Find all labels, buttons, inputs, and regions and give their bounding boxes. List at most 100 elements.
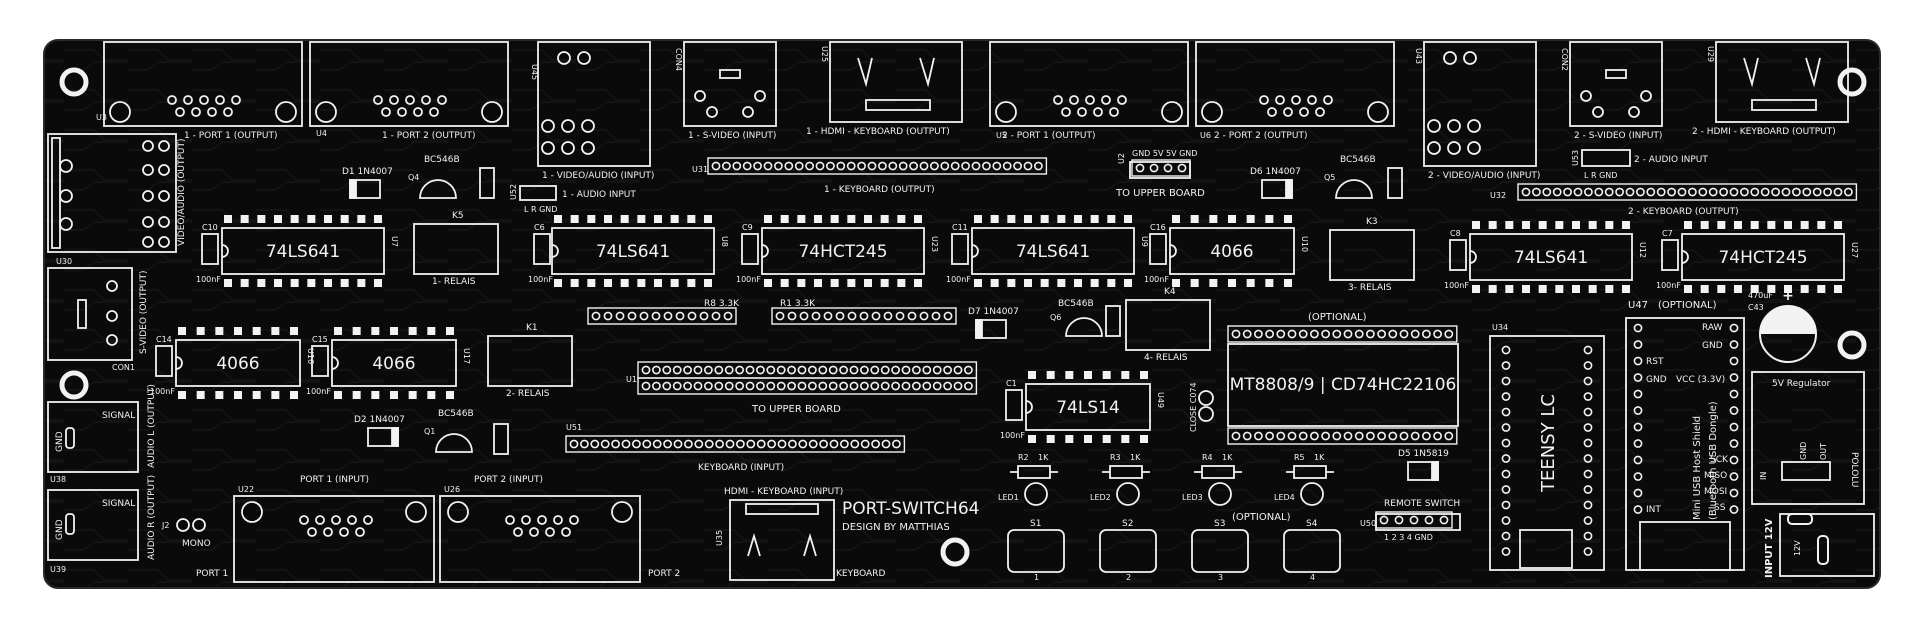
r5-label: R5 (1294, 453, 1305, 462)
ref-u17: U17 (462, 348, 471, 364)
q5-type: BC546B (1340, 155, 1376, 165)
hdmi-keyboard-output-1-connector (829, 41, 963, 123)
video-audio-input-1-connector (537, 41, 651, 167)
ref-k1: K1 (526, 323, 538, 333)
ref-u53: U53 (1571, 150, 1580, 166)
u23-chip: 74HCT245 (761, 215, 925, 287)
u3-label: 1 - PORT 1 (OUTPUT) (184, 131, 277, 141)
ref-u43: U43 (1414, 48, 1423, 64)
led2-label: LED2 (1090, 493, 1111, 502)
s3-num: 3 (1218, 573, 1223, 582)
u38-label: AUDIO L (OUTPUT) (147, 384, 157, 468)
pin-int: INT (1646, 505, 1661, 515)
port2-input-connector (439, 495, 641, 583)
u22-label: PORT 1 (INPUT) (300, 475, 369, 485)
port2-label: PORT 2 (648, 569, 680, 579)
r1-network (771, 307, 957, 325)
u17-chip-label: 4066 (372, 354, 415, 374)
r1-label: R1 3.3K (780, 299, 816, 309)
u27-chip: 74HCT245 (1681, 221, 1845, 293)
u12-chip-label: 74LS641 (1514, 248, 1588, 268)
c14-value: 100nF (150, 387, 175, 396)
u8-chip-label: 74LS641 (596, 242, 670, 262)
r2-label: R2 (1018, 453, 1029, 462)
pin-raw: RAW (1702, 323, 1723, 333)
u31-label: 1 - KEYBOARD (OUTPUT) (824, 185, 935, 195)
u50-header (1375, 511, 1453, 529)
u26-label: PORT 2 (INPUT) (474, 475, 543, 485)
u53-label: 2 - AUDIO INPUT (1634, 155, 1708, 165)
u23-chip-label: 74HCT245 (798, 242, 887, 262)
ref-u1: U1 (626, 375, 637, 384)
ref-u7: U7 (390, 236, 399, 247)
relay-3 (1329, 229, 1415, 281)
port1-output-2-connector (989, 41, 1189, 127)
ref-c15: C15 (312, 335, 328, 344)
d1-label: D1 1N4007 (342, 167, 393, 177)
ref-c6: C6 (534, 223, 545, 232)
u53-pins: L R GND (1584, 171, 1617, 180)
regulator-label: 5V Regulator (1772, 379, 1831, 389)
port1-output-connector (103, 41, 303, 127)
ref-c14: C14 (156, 335, 172, 344)
r2-value: 1K (1038, 453, 1049, 462)
svideo-output-connector (47, 267, 133, 361)
reg-pin-in: IN (1759, 472, 1768, 480)
c6-value: 100nF (528, 275, 553, 284)
port1-input-connector (233, 495, 435, 583)
r4-value: 1K (1222, 453, 1233, 462)
ref-con1: CON1 (112, 363, 135, 372)
relay-1 (413, 223, 499, 275)
u39-label: AUDIO R (OUTPUT) (147, 475, 157, 560)
u49-chip: 74LS14 (1025, 371, 1151, 443)
u2-pins: GND 5V 5V GND (1132, 149, 1197, 158)
hdmi-keyboard-input-connector (729, 499, 835, 581)
s4-num: 4 (1310, 573, 1315, 582)
c8-value: 100nF (1444, 281, 1469, 290)
s3-label: S3 (1214, 519, 1225, 529)
pin-rst: RST (1646, 357, 1664, 367)
u8-chip: 74LS641 (551, 215, 715, 287)
ref-u30: U30 (56, 257, 72, 266)
u48-pins-bottom (1227, 427, 1458, 445)
u10-chip-label: 4066 (1210, 242, 1253, 262)
ref-u32: U32 (1490, 191, 1506, 200)
regulator-module (1751, 371, 1865, 505)
ref-j2: J2 (161, 521, 169, 530)
c43-value: 470uF (1748, 291, 1773, 300)
mono-label: MONO (182, 539, 211, 549)
usb-pins-right (1729, 323, 1739, 514)
ref-u6: U6 (1200, 131, 1211, 140)
ref-c8: C8 (1450, 229, 1461, 238)
u16-chip: 4066 (175, 327, 301, 399)
s4-label: S4 (1306, 519, 1318, 529)
optional-usb: (OPTIONAL) (1658, 300, 1717, 311)
q4-type: BC546B (424, 155, 460, 165)
audio-l-output-connector (47, 401, 139, 473)
u49-chip-label: 74LS14 (1056, 398, 1120, 418)
con2-label: 2 - S-VIDEO (INPUT) (1574, 131, 1662, 141)
u51-label: KEYBOARD (INPUT) (698, 463, 784, 473)
ref-u5: U5 (996, 131, 1007, 140)
c15-value: 100nF (306, 387, 331, 396)
ref-u25: U25 (820, 46, 829, 62)
board-author: DESIGN BY MATTHIAS (842, 522, 950, 533)
ref-u38: U38 (50, 475, 66, 484)
gnd-r-label: GND (55, 519, 65, 540)
q6-type: BC546B (1058, 299, 1094, 309)
con4-label: 1 - S-VIDEO (INPUT) (688, 131, 776, 141)
upper-board-1: TO UPPER BOARD (751, 404, 841, 415)
u9-chip-label: 74LS641 (1016, 242, 1090, 262)
ref-q4: Q4 (408, 173, 419, 182)
ref-q6: Q6 (1050, 313, 1061, 322)
u4-label: 1 - PORT 2 (OUTPUT) (382, 131, 475, 141)
c9-value: 100nF (736, 275, 761, 284)
r8-label: R8 3.3K (704, 299, 740, 309)
ref-k5: K5 (452, 211, 464, 221)
u52-pins: L R GND (524, 205, 557, 214)
power-12v-label: 12V (1793, 540, 1802, 556)
u17-chip: 4066 (331, 327, 457, 399)
u6-label: 2 - PORT 2 (OUTPUT) (1214, 131, 1307, 141)
mt8808-chip (1227, 343, 1459, 427)
usb-pins-left (1633, 323, 1643, 514)
